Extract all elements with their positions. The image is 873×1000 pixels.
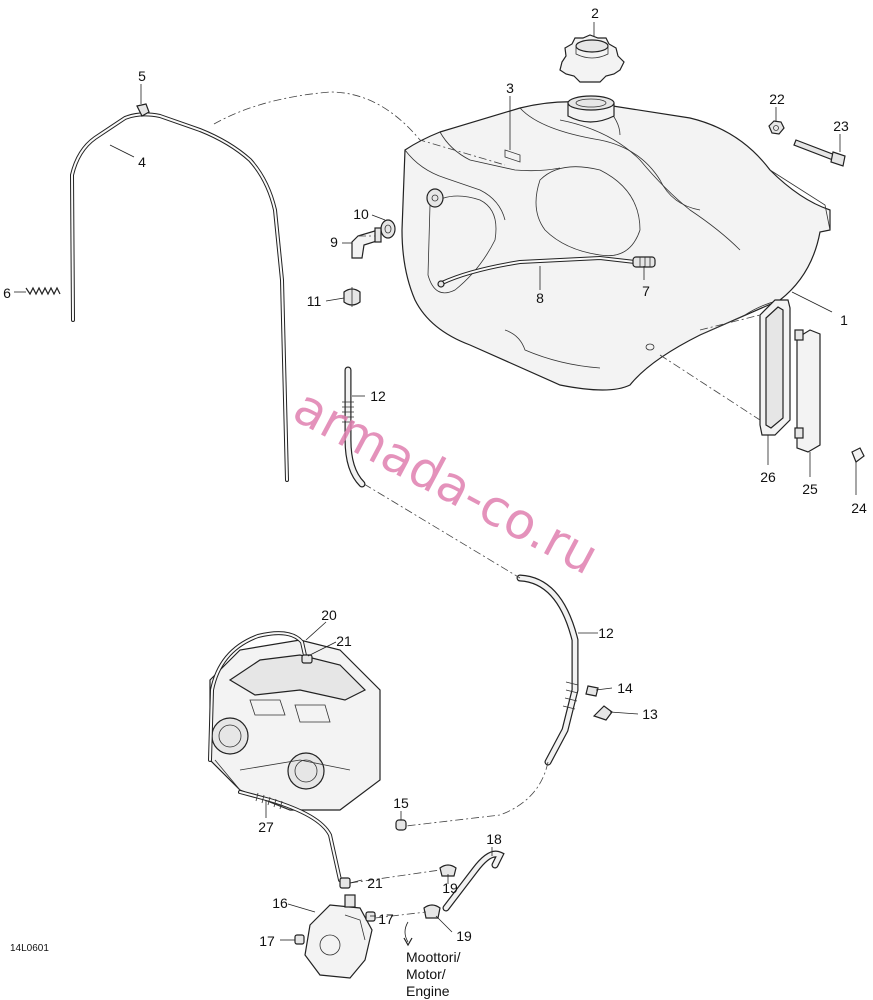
callout-3: 3 — [506, 80, 514, 96]
clamp-19-b — [423, 904, 441, 919]
callout-4: 4 — [138, 154, 146, 170]
watermark: armada-co.ru — [284, 377, 607, 586]
screw-17-right — [365, 911, 376, 922]
callout-5: 5 — [138, 68, 146, 84]
clamp-19-a — [439, 864, 457, 877]
callout-13: 13 — [642, 706, 658, 722]
callout-17-left: 17 — [259, 933, 275, 949]
callout-21-bottom: 21 — [367, 875, 383, 891]
gauge-label-25 — [794, 329, 821, 453]
callout-12-upper: 12 — [370, 388, 386, 404]
fuel-hose-12-lower — [516, 574, 579, 766]
callout-23: 23 — [833, 118, 849, 134]
elbow-fitting-9 — [351, 227, 382, 259]
clamp-15 — [395, 819, 407, 831]
tie-14 — [585, 685, 599, 697]
figure-code: 14L0601 — [10, 943, 49, 954]
fuel-hose-12-upper — [342, 366, 366, 488]
vent-fitting — [632, 256, 656, 268]
callout-1: 1 — [840, 312, 848, 328]
clip-13 — [592, 705, 613, 721]
bolt-23 — [793, 139, 846, 167]
gauge-window-26 — [759, 299, 791, 436]
clamp-11 — [343, 287, 361, 307]
carb-hose-20 — [208, 631, 308, 762]
engine-label-line-3: Engine — [406, 983, 450, 999]
callout-27: 27 — [258, 819, 274, 835]
callout-24: 24 — [851, 500, 867, 516]
callout-25: 25 — [802, 481, 818, 497]
callout-9: 9 — [330, 234, 338, 250]
fuel-hose-27 — [238, 790, 342, 882]
callout-numbers: 1 2 3 4 5 6 7 8 9 10 11 12 12 13 14 15 1… — [3, 5, 867, 949]
carburetor-assembly — [209, 639, 381, 811]
tank-vent-tube — [437, 255, 637, 288]
nut-22 — [768, 120, 785, 135]
leader-lines — [14, 22, 857, 947]
callout-18: 18 — [486, 831, 502, 847]
clamp-21-top — [301, 654, 313, 664]
fuel-pump-16 — [304, 894, 373, 979]
callout-15: 15 — [393, 795, 409, 811]
hose-18 — [442, 850, 505, 912]
callout-8: 8 — [536, 290, 544, 306]
screw-17-left — [294, 934, 305, 945]
callout-21-top: 21 — [336, 633, 352, 649]
callout-17-right: 17 — [378, 911, 394, 927]
grommet-10 — [380, 219, 396, 239]
pin-5 — [136, 103, 150, 117]
callout-6: 6 — [3, 285, 11, 301]
callout-20: 20 — [321, 607, 337, 623]
engine-label-line-1: Moottori/ — [406, 949, 461, 965]
callout-14: 14 — [617, 680, 633, 696]
callout-19-a: 19 — [442, 880, 458, 896]
callout-19-b: 19 — [456, 928, 472, 944]
callout-10: 10 — [353, 206, 369, 222]
clamp-21-bottom — [339, 877, 351, 889]
spring-6 — [25, 286, 61, 296]
routing-lines — [213, 91, 761, 919]
engine-label: Moottori/ Motor/ Engine — [406, 949, 461, 999]
decal-24 — [851, 447, 865, 463]
engine-label-line-2: Motor/ — [406, 966, 446, 982]
callout-7: 7 — [642, 283, 650, 299]
rail-4 — [69, 112, 289, 482]
callout-22: 22 — [769, 91, 785, 107]
callout-16: 16 — [272, 895, 288, 911]
callout-12-lower: 12 — [598, 625, 614, 641]
fuel-cap — [559, 34, 625, 83]
callout-2: 2 — [591, 5, 599, 21]
callout-26: 26 — [760, 469, 776, 485]
callout-11: 11 — [307, 293, 322, 309]
